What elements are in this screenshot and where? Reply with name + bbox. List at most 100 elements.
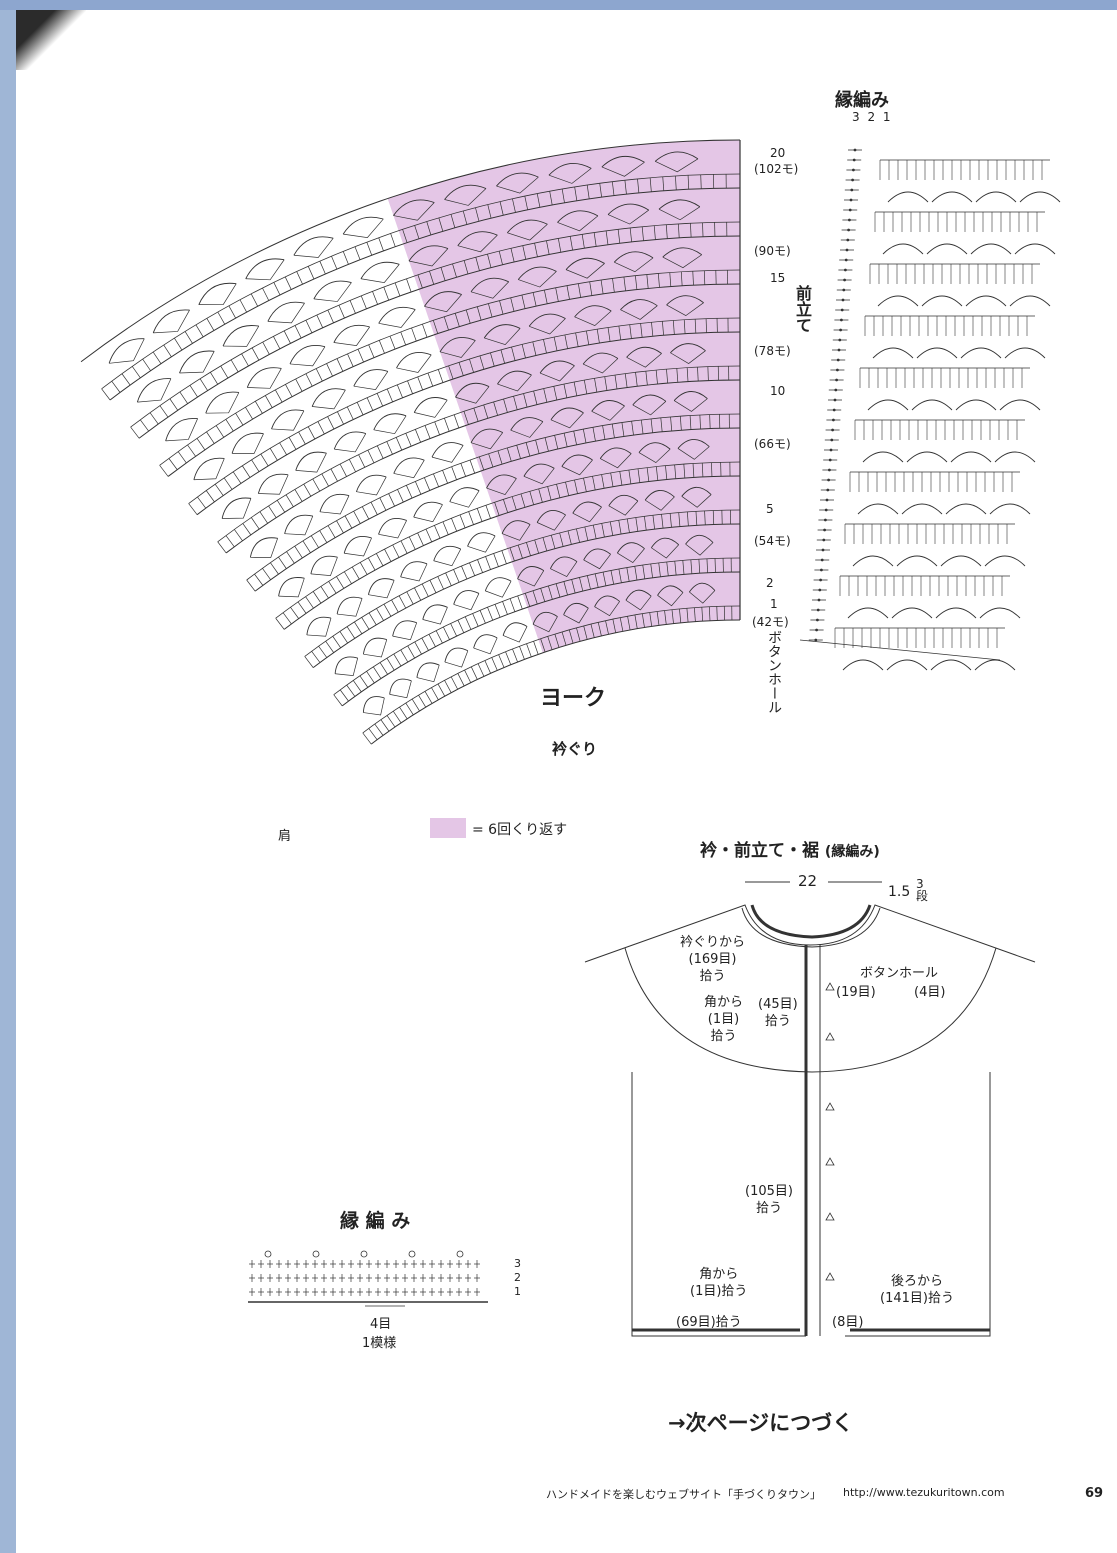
stitch-mark [279,442,287,456]
stitch-mark [517,544,523,559]
stitch-mark [318,645,328,658]
stitch-mark [674,464,677,479]
stitch-mark [661,514,664,529]
stitch-mark [635,275,638,290]
shell-stitch [497,370,532,385]
buttonhole-marker [825,1212,835,1221]
stitch-mark [353,511,361,524]
stitch-mark [391,599,399,613]
v-stitch [109,338,145,364]
stitch-mark [312,591,322,604]
band-chain-dot [831,428,834,432]
stitch-mark [556,484,561,498]
neck-band-outer [741,907,881,948]
stitch-mark [437,369,444,383]
stitch-mark [408,536,416,550]
v-stitch [313,282,352,302]
stitch-mark [666,369,669,384]
stitch-mark [535,439,540,454]
border-shell [901,503,943,515]
stitch-mark [669,272,672,287]
stitch-mark [553,337,558,351]
stitch-mark [517,595,523,610]
schematic-title-paren: (縁編み) [824,844,880,860]
stitch-count-90: (90モ) [754,244,791,258]
stitch-mark [651,322,654,337]
band-chain-dot [833,398,837,402]
stitch-count-66: (66モ) [754,437,791,451]
stitch-mark [294,325,302,339]
stitch-mark [499,201,504,216]
stitch-mark [359,562,368,575]
stitch-mark [509,598,516,612]
shell-stitch [267,301,305,322]
stitch-mark [310,535,319,548]
stitch-mark [435,630,443,644]
v-stitch [319,495,350,515]
shell-stitch [506,219,548,234]
stitch-mark [583,478,587,492]
stitch-mark [624,180,627,195]
band-chain-dot [832,408,836,412]
border-shell [965,295,1007,307]
stitch-mark [149,412,159,425]
stitch-mark [586,575,591,590]
shell-stitch [625,589,652,601]
band-chain-dot [829,448,833,452]
stitch-mark [305,373,313,387]
stitch-mark [262,341,270,355]
footer-site: ハンドメイドを楽しむウェブサイト「手づくりタウン」 [546,1488,821,1501]
stitch-mark [383,286,390,301]
schematic-title: 衿・前立て・裾 (縁編み) [700,836,880,861]
stitch-mark [285,494,294,507]
band-chain-dot [837,348,841,352]
stitch-mark [586,330,590,345]
stitch-mark [683,319,686,334]
stitch-mark [576,627,581,642]
stitch-mark [187,444,196,457]
border-shell [940,555,982,567]
stitch-mark [307,426,316,440]
stitch-mark [407,645,415,659]
stitch-mark [629,227,633,242]
stitch-mark [664,610,667,625]
stitch-mark [421,637,429,651]
stitch-mark [228,305,236,319]
stitch-mark [338,305,345,319]
shell-stitch [638,442,671,453]
stitch-mark [111,381,121,393]
stitch-mark [694,319,697,334]
stitch-mark [432,320,439,334]
stitch-mark [524,196,529,210]
stitch-mark [214,483,224,496]
row-label-20: 20 [770,146,786,160]
stitch-mark [484,660,491,674]
small-chart-row-1: 1 [514,1285,521,1298]
border-shell [877,295,919,307]
stitch-mark [440,267,446,281]
stitch-mark [460,463,466,477]
stitch-mark [680,271,683,286]
stitch-mark [470,666,478,680]
stitch-mark [640,323,643,338]
shell-stitch [378,518,407,535]
stitch-mark [540,638,546,653]
v-stitch [439,340,476,358]
yoke-row-line [80,139,740,363]
stitch-mark [319,261,326,275]
stitch-mark [493,401,498,416]
stitch-mark [657,273,660,288]
stitch-mark [554,435,559,450]
schematic-buttonhole-count: (4目) [914,985,946,1000]
stitch-mark [536,193,541,208]
v-stitch [205,392,240,414]
stitch-mark [487,607,494,621]
band-chain-dot [816,618,819,622]
v-stitch [662,254,702,269]
stitch-mark [672,320,675,335]
stitch-mark [275,389,283,403]
stitch-mark [386,388,393,403]
stitch-mark [628,470,632,484]
continue-note: →次ページにつづく [668,1411,854,1435]
shell-stitch [444,184,487,200]
